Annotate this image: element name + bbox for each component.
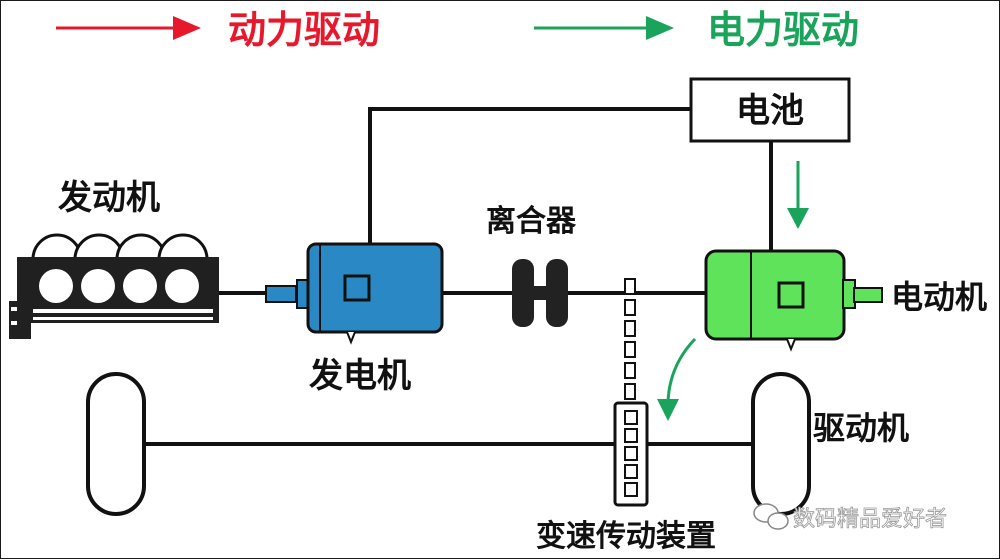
flow-arrow-battery-to-motor [787, 161, 809, 229]
right-wheel [751, 372, 811, 516]
battery: 电池 [689, 77, 851, 143]
electric-motor [704, 249, 883, 352]
watermark-text: 数码精品爱好者 [793, 507, 947, 532]
legend-power-drive-label: 动力驱动 [228, 8, 380, 52]
wechat-icon [753, 503, 789, 530]
left-wheel [86, 372, 146, 516]
battery-label: 电池 [736, 91, 804, 131]
transmission-label: 变速传动装置 [536, 519, 716, 554]
generator [265, 242, 444, 345]
motor-label: 电动机 [891, 278, 987, 316]
clutch [512, 259, 568, 327]
generator-label: 发电机 [309, 356, 411, 396]
legend-electric-drive: 电力驱动 [534, 8, 859, 52]
engine [9, 233, 219, 339]
wiring-lines [141, 107, 773, 446]
drive-machine-label: 驱动机 [813, 409, 909, 447]
clutch-label: 离合器 [486, 204, 577, 239]
transmission-chain [613, 278, 649, 507]
engine-label: 发动机 [58, 178, 160, 218]
watermark: 数码精品爱好者 [753, 503, 947, 532]
flow-arrow-motor-to-transmission [657, 337, 697, 421]
legend-power-drive: 动力驱动 [56, 8, 380, 52]
legend-electric-drive-label: 电力驱动 [707, 8, 859, 52]
